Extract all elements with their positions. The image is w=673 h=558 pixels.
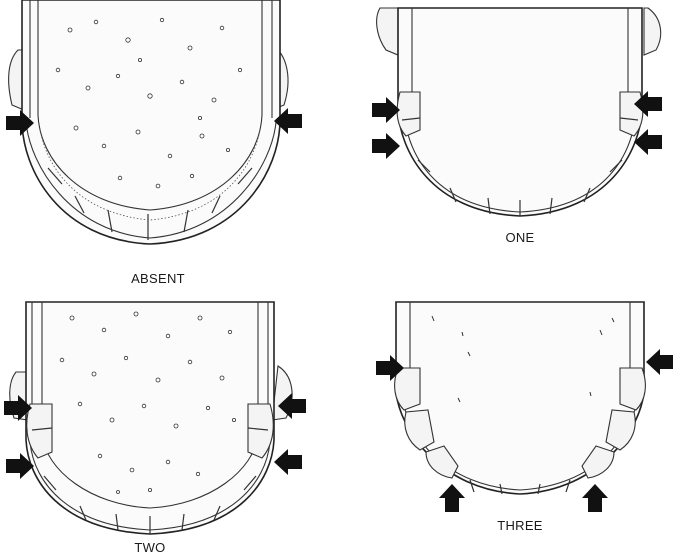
panel-two: TWO — [4, 302, 306, 555]
arrow-icon — [372, 97, 400, 123]
caption-one: ONE — [505, 230, 534, 245]
caption-three: THREE — [497, 518, 543, 533]
arrow-icon — [646, 349, 673, 375]
panel-three: THREE — [376, 302, 673, 533]
caption-absent: ABSENT — [131, 271, 185, 286]
arrow-icon — [372, 133, 400, 159]
arrow-icon — [274, 449, 302, 475]
panel-absent: ABSENT — [6, 0, 302, 286]
caption-two: TWO — [134, 540, 165, 555]
panel-one: ONE — [372, 8, 662, 245]
arrow-icon — [439, 484, 465, 512]
arrow-icon — [582, 484, 608, 512]
